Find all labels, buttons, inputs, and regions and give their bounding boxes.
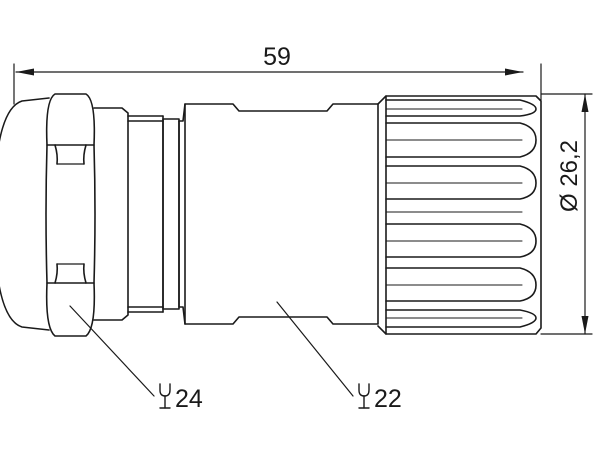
threaded-neck-outline <box>93 107 129 321</box>
hex-nut-chamfer-lower-left <box>54 263 59 284</box>
length-dimension <box>13 63 542 105</box>
collar-ring <box>162 118 180 310</box>
grip-rib-5 <box>385 267 537 302</box>
grip-rib-4 <box>385 223 537 258</box>
grip-rib-2 <box>385 122 537 158</box>
collar-ring-outline <box>162 118 180 310</box>
coupling-ring <box>377 95 542 335</box>
hex-nut-outline <box>45 93 96 337</box>
length-dimension-label: 59 <box>263 43 291 71</box>
coupling-ring-outline <box>377 95 542 335</box>
threaded-neck <box>93 107 164 321</box>
leader-line-nut <box>69 305 155 397</box>
main-body <box>178 103 379 325</box>
leader-line-body <box>276 301 354 397</box>
diameter-dimension <box>540 93 593 335</box>
hex-nut <box>45 93 96 337</box>
hex-nut-chamfer-lower-right <box>82 263 87 284</box>
wrench-icon <box>358 383 370 409</box>
hex-nut-chamfer-upper-right <box>82 144 87 165</box>
diameter-arrow-bottom <box>581 316 589 334</box>
grip-rib-6 <box>385 309 537 328</box>
diameter-arrow-top <box>581 94 589 112</box>
grip-rib-3 <box>385 165 537 200</box>
spanner-size-body-label: 22 <box>374 385 402 413</box>
grip-rib-1 <box>385 99 537 117</box>
cable-seal-dome <box>0 97 50 331</box>
spanner-size-nut-label: 24 <box>175 385 203 413</box>
length-arrow-left <box>16 68 34 76</box>
wrench-icon <box>159 383 171 409</box>
length-arrow-right <box>505 68 523 76</box>
hex-nut-chamfer-upper-left <box>54 144 59 165</box>
diameter-dimension-label: Ø 26,2 <box>556 140 583 212</box>
